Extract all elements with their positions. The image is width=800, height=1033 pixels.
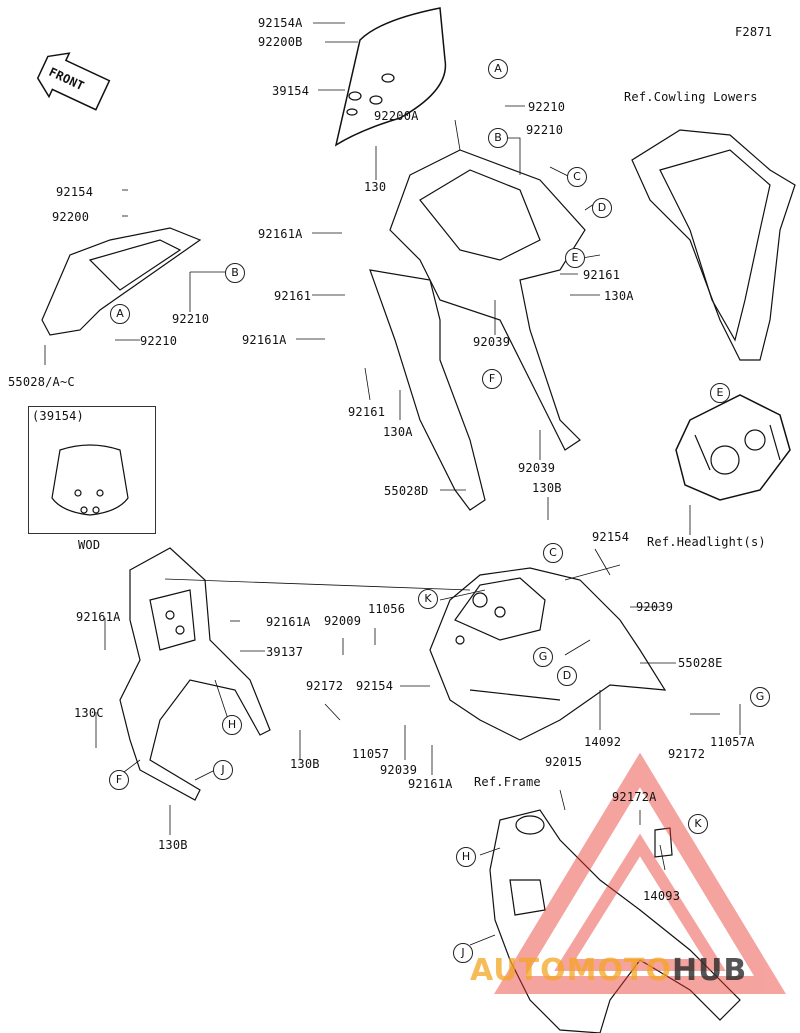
watermark-hub: HUB bbox=[671, 953, 748, 988]
callout-c: C bbox=[543, 543, 563, 563]
callout-b: B bbox=[488, 128, 508, 148]
part-label: 14093 bbox=[643, 889, 681, 903]
watermark-moto: MOTO bbox=[566, 953, 672, 988]
part-label: 11056 bbox=[368, 602, 406, 616]
part-label: 92039 bbox=[380, 763, 418, 777]
part-label: 92161A bbox=[266, 615, 311, 629]
callout-c: C bbox=[567, 167, 587, 187]
ref-frame: Ref.Frame bbox=[474, 775, 541, 789]
part-label: 14092 bbox=[584, 735, 622, 749]
callout-b: B bbox=[225, 263, 245, 283]
ref-headlights: Ref.Headlight(s) bbox=[647, 535, 766, 549]
part-label: 130A bbox=[604, 289, 634, 303]
part-label: 92210 bbox=[172, 312, 210, 326]
inset-title: (39154) bbox=[32, 409, 84, 423]
front-arrow-icon bbox=[36, 52, 111, 111]
part-label: 39137 bbox=[266, 645, 304, 659]
inset-caption: WOD bbox=[78, 538, 101, 552]
cowl-panel-d bbox=[369, 269, 486, 511]
headlight-part bbox=[675, 394, 791, 501]
callout-a: A bbox=[488, 59, 508, 79]
part-label: 11057A bbox=[710, 735, 755, 749]
part-label: 92200B bbox=[258, 35, 303, 49]
part-label: 92172 bbox=[306, 679, 344, 693]
callout-a: A bbox=[110, 304, 130, 324]
part-label: 92210 bbox=[528, 100, 566, 114]
part-label: 92200A bbox=[374, 109, 419, 123]
part-label: 55028/A~C bbox=[8, 375, 75, 389]
callout-h: H bbox=[456, 847, 476, 867]
side-cowl-part bbox=[41, 227, 202, 336]
part-label: 39154 bbox=[272, 84, 310, 98]
part-label: 92200 bbox=[52, 210, 90, 224]
part-label: 92039 bbox=[473, 335, 511, 349]
watermark-text: AUTOMOTOHUB bbox=[470, 953, 747, 988]
watermark-auto: AUTO bbox=[470, 953, 567, 988]
part-label: 92161 bbox=[274, 289, 312, 303]
ref-cowling-lowers: Ref.Cowling Lowers bbox=[624, 90, 758, 104]
part-label: 92161 bbox=[348, 405, 386, 419]
callout-h: H bbox=[222, 715, 242, 735]
part-label: 130B bbox=[158, 838, 188, 852]
part-label: 92015 bbox=[545, 755, 583, 769]
watermark-triangle bbox=[494, 752, 786, 994]
part-label: 92161A bbox=[408, 777, 453, 791]
part-label: 92210 bbox=[526, 123, 564, 137]
part-label: 92161 bbox=[583, 268, 621, 282]
callout-j: J bbox=[453, 943, 473, 963]
part-label: 92161A bbox=[258, 227, 303, 241]
callout-f: F bbox=[109, 770, 129, 790]
part-label: 92161A bbox=[76, 610, 121, 624]
cowling-lowers-part bbox=[631, 129, 796, 361]
callout-g: G bbox=[750, 687, 770, 707]
part-label: 92009 bbox=[324, 614, 362, 628]
part-label: 92039 bbox=[636, 600, 674, 614]
part-label: 92154 bbox=[356, 679, 394, 693]
callout-d: D bbox=[592, 198, 612, 218]
part-label: 130 bbox=[364, 180, 387, 194]
part-label: 92039 bbox=[518, 461, 556, 475]
part-label: 55028E bbox=[678, 656, 723, 670]
figure-code: F2871 bbox=[735, 25, 773, 39]
part-label: 55028D bbox=[384, 484, 429, 498]
part-label: 11057 bbox=[352, 747, 390, 761]
callout-e: E bbox=[710, 383, 730, 403]
windshield-part bbox=[334, 7, 447, 147]
cowling-stay-part bbox=[119, 547, 271, 801]
part-label: 92154 bbox=[56, 185, 94, 199]
part-label: 130B bbox=[532, 481, 562, 495]
part-label: 130C bbox=[74, 706, 104, 720]
part-label: 92154 bbox=[592, 530, 630, 544]
inset-windshield bbox=[51, 444, 129, 516]
part-label: 92210 bbox=[140, 334, 178, 348]
part-label: 92172 bbox=[668, 747, 706, 761]
part-label: 130B bbox=[290, 757, 320, 771]
callout-g: G bbox=[533, 647, 553, 667]
part-label: 92172A bbox=[612, 790, 657, 804]
callout-k: K bbox=[418, 589, 438, 609]
callout-k: K bbox=[688, 814, 708, 834]
part-label: 92161A bbox=[242, 333, 287, 347]
callout-j: J bbox=[213, 760, 233, 780]
callout-f: F bbox=[482, 369, 502, 389]
inset-box bbox=[28, 406, 156, 534]
part-label: 92154A bbox=[258, 16, 303, 30]
frame-part bbox=[489, 809, 741, 1033]
callout-d: D bbox=[557, 666, 577, 686]
part-label: 130A bbox=[383, 425, 413, 439]
callout-e: E bbox=[565, 248, 585, 268]
